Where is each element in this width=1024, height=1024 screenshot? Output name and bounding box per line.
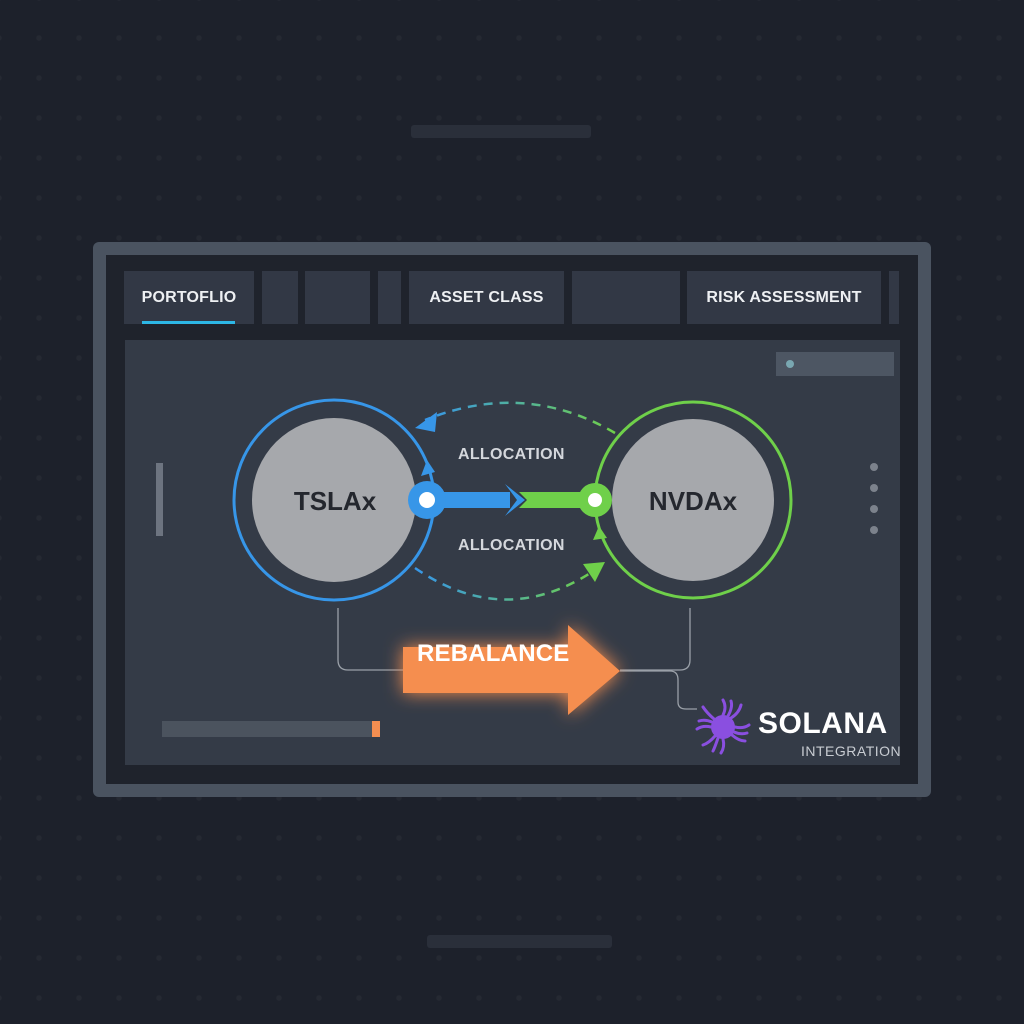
top-placeholder-bar — [411, 125, 591, 138]
solana-brand: SOLANA — [758, 707, 888, 740]
connector-line — [620, 670, 697, 710]
allocation-label-bottom: ALLOCATION — [458, 537, 565, 554]
nvdax-label: NVDAx — [648, 486, 738, 516]
arrowhead-icon — [583, 562, 605, 582]
more-options-dots[interactable] — [870, 463, 882, 547]
status-chip — [776, 352, 894, 376]
status-dot-icon — [786, 360, 794, 368]
dot-icon — [870, 505, 878, 513]
allocation-label-top: ALLOCATION — [458, 446, 565, 463]
rebalance-arrow — [403, 625, 620, 715]
arrowhead-icon — [415, 412, 437, 432]
blue-arrowhead-icon — [505, 484, 525, 516]
dot-icon — [870, 526, 878, 534]
app-window: PORTOFLIO ASSET CLASS RISK ASSESSMENT — [93, 242, 931, 797]
connector-line — [337, 608, 405, 671]
window-body: PORTOFLIO ASSET CLASS RISK ASSESSMENT — [106, 255, 918, 784]
tab-blank-3[interactable] — [378, 271, 401, 324]
bottom-placeholder-bar — [427, 935, 612, 948]
tslax-circle — [252, 418, 416, 582]
connector-line — [620, 608, 691, 671]
tslax-label: TSLAx — [293, 486, 377, 516]
node-center-dot — [588, 493, 602, 507]
dashed-arrow-top — [424, 401, 616, 435]
sun-icon — [695, 698, 751, 755]
blue-arrow-shaft — [430, 492, 510, 508]
tab-risk-assessment[interactable]: RISK ASSESSMENT — [687, 271, 881, 324]
progress-marker — [372, 721, 380, 737]
active-tab-indicator — [142, 321, 235, 324]
tab-blank-1[interactable] — [262, 271, 298, 324]
rebalance-button[interactable]: REBALANCE — [417, 640, 570, 667]
green-arrow-shaft — [519, 492, 597, 508]
arrowhead-icon — [421, 460, 435, 476]
integration-subtitle: INTEGRATION — [801, 743, 902, 759]
allocation-diagram — [232, 398, 793, 755]
dashed-arrow-bottom — [414, 566, 596, 601]
vertical-scroll-indicator[interactable] — [156, 463, 163, 536]
dot-icon — [870, 484, 878, 492]
dot-icon — [870, 463, 878, 471]
tab-label: RISK ASSESSMENT — [706, 288, 862, 306]
diagram-panel: TSLAx NVDAx ALLOCATION ALLOCATION REBALA… — [125, 340, 902, 765]
tab-portfolio[interactable]: PORTOFLIO — [124, 271, 254, 324]
tab-label: ASSET CLASS — [429, 288, 544, 306]
arrowhead-icon — [593, 526, 607, 540]
nvdax-circle — [612, 419, 774, 581]
tab-label: PORTOFLIO — [141, 288, 237, 306]
tab-blank-2[interactable] — [305, 271, 370, 324]
node-center-dot — [419, 492, 435, 508]
progress-bar — [162, 721, 380, 737]
tab-blank-4[interactable] — [572, 271, 680, 324]
tab-asset-class[interactable]: ASSET CLASS — [409, 271, 564, 324]
tab-overflow[interactable] — [889, 271, 899, 324]
